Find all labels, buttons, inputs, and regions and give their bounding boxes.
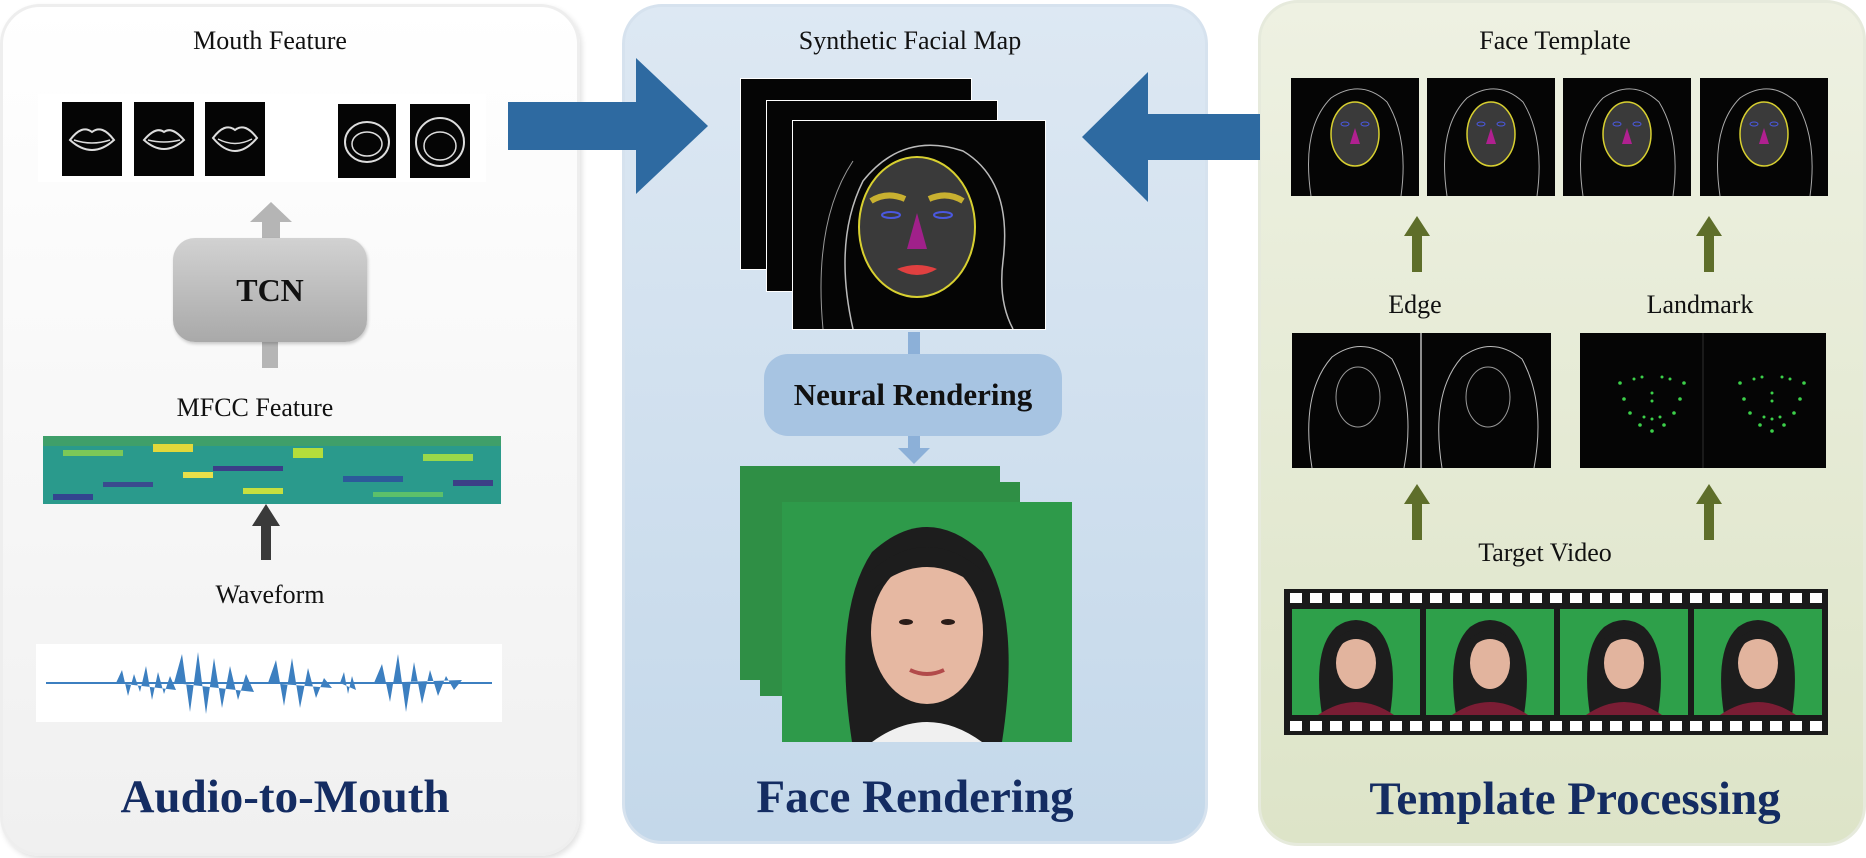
video-frame: [1560, 609, 1688, 715]
up-arrow-icon: [1404, 484, 1430, 540]
edge-image: [1292, 333, 1551, 468]
template-processing-title: Template Processing: [1369, 773, 1781, 825]
up-arrow-icon: [1696, 484, 1722, 540]
target-video-filmstrip: [1284, 589, 1828, 735]
mfcc-feature-label: MFCC Feature: [176, 393, 334, 422]
landmark-label: Landmark: [1646, 290, 1754, 319]
face-template-image: [1563, 78, 1691, 196]
flow-arrow-right-icon: [508, 58, 708, 194]
rendered-face-stack: [740, 466, 1074, 742]
edge-label: Edge: [1388, 290, 1442, 319]
target-video-label: Target Video: [1478, 538, 1612, 567]
face-template-label: Face Template: [1479, 26, 1631, 55]
face-template-image: [1291, 78, 1419, 196]
mouth-feature-label: Mouth Feature: [193, 26, 347, 55]
mouth-shape-image: [205, 102, 265, 176]
landmark-image: [1580, 333, 1826, 468]
mouth-shape-image: [338, 104, 396, 178]
synthetic-facial-map-stack: [740, 78, 1046, 330]
down-arrow-icon: [908, 332, 920, 356]
mouth-feature-strip: [38, 94, 486, 182]
up-arrow-icon: [250, 202, 292, 240]
connector-arrow-icon: [262, 340, 278, 368]
mouth-shape-image: [410, 104, 470, 178]
mouth-shape-image: [62, 102, 122, 176]
waveform-label: Waveform: [215, 580, 325, 609]
mouth-shape-image: [134, 102, 194, 176]
video-frame: [1292, 609, 1420, 715]
up-arrow-icon: [1696, 216, 1722, 272]
audio-to-mouth-title: Audio-to-Mouth: [120, 771, 450, 823]
video-frame: [1426, 609, 1554, 715]
up-arrow-icon: [252, 504, 280, 560]
down-arrow-icon: [898, 436, 930, 464]
rendered-face-image: [782, 502, 1072, 742]
video-frame: [1694, 609, 1822, 715]
audio-waveform: [36, 644, 502, 722]
mfcc-heatmap: [43, 436, 501, 504]
face-template-image: [1427, 78, 1555, 196]
tcn-block: TCN: [173, 238, 367, 342]
face-rendering-title: Face Rendering: [756, 771, 1074, 823]
synthetic-facial-map-label: Synthetic Facial Map: [798, 26, 1022, 55]
synthetic-facial-map-image: [792, 120, 1046, 330]
neural-rendering-block: Neural Rendering: [764, 354, 1062, 436]
up-arrow-icon: [1404, 216, 1430, 272]
flow-arrow-left-icon: [1082, 72, 1260, 202]
face-template-image: [1700, 78, 1828, 196]
